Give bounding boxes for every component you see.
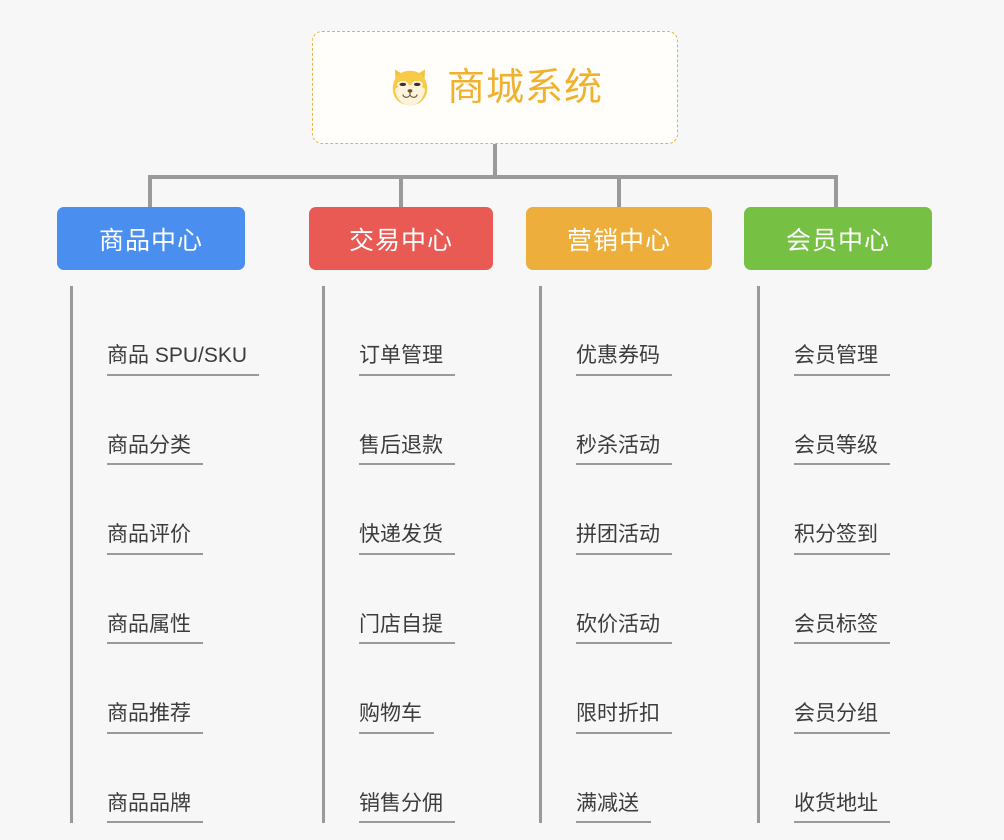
category-column-trade-center: 交易中心 订单管理 售后退款 快递发货 门店自提 购物车 销售分佣 xyxy=(309,207,493,823)
list-item[interactable]: 商品属性 xyxy=(73,555,245,644)
list-item[interactable]: 销售分佣 xyxy=(325,734,493,823)
leaf-label: 商品推荐 xyxy=(107,702,203,734)
category-header-label: 交易中心 xyxy=(348,226,453,255)
list-item[interactable]: 会员分组 xyxy=(760,644,932,734)
leaf-label: 满减送 xyxy=(576,792,651,823)
connector-drop-trade-center xyxy=(399,175,403,207)
list-item[interactable]: 会员管理 xyxy=(760,286,932,376)
list-item[interactable]: 会员等级 xyxy=(760,376,932,465)
leaf-label: 商品 SPU/SKU xyxy=(107,344,260,376)
leaf-label: 商品评价 xyxy=(107,523,203,555)
category-column-product-center: 商品中心 商品 SPU/SKU 商品分类 商品评价 商品属性 商品推荐 商品品牌 xyxy=(57,207,260,823)
category-header-member-center[interactable]: 会员中心 xyxy=(744,207,932,270)
category-header-product-center[interactable]: 商品中心 xyxy=(57,207,245,270)
connector-root-stem xyxy=(493,144,497,177)
list-item[interactable]: 订单管理 xyxy=(325,286,493,376)
list-item[interactable]: 商品推荐 xyxy=(73,644,245,734)
leaf-label: 秒杀活动 xyxy=(576,434,672,465)
leaf-label: 会员标签 xyxy=(794,613,890,644)
leaf-label: 订单管理 xyxy=(359,344,455,376)
list-item[interactable]: 快递发货 xyxy=(325,465,493,555)
leaf-label: 门店自提 xyxy=(359,613,455,644)
connector-drop-member-center xyxy=(834,175,838,207)
list-item[interactable]: 商品 SPU/SKU xyxy=(73,286,260,376)
leaf-list-product-center: 商品 SPU/SKU 商品分类 商品评价 商品属性 商品推荐 商品品牌 xyxy=(70,286,260,823)
list-item[interactable]: 售后退款 xyxy=(325,376,493,465)
list-item[interactable]: 满减送 xyxy=(542,734,712,823)
category-header-trade-center[interactable]: 交易中心 xyxy=(309,207,493,270)
shiba-dog-face-icon xyxy=(392,68,428,105)
connector-horizontal-bar xyxy=(148,175,838,179)
category-column-member-center: 会员中心 会员管理 会员等级 积分签到 会员标签 会员分组 收货地址 xyxy=(744,207,932,823)
root-node-shop-system[interactable]: 商城系统 xyxy=(312,31,678,144)
list-item[interactable]: 砍价活动 xyxy=(542,555,712,644)
category-header-label: 会员中心 xyxy=(785,226,890,255)
leaf-label: 限时折扣 xyxy=(576,702,672,734)
list-item[interactable]: 商品分类 xyxy=(73,376,245,465)
list-item[interactable]: 会员标签 xyxy=(760,555,932,644)
leaf-label: 商品属性 xyxy=(107,613,203,644)
root-node-title: 商城系统 xyxy=(446,66,603,109)
connector-drop-product-center xyxy=(148,175,152,207)
leaf-list-trade-center: 订单管理 售后退款 快递发货 门店自提 购物车 销售分佣 xyxy=(322,286,493,823)
list-item[interactable]: 购物车 xyxy=(325,644,493,734)
list-item[interactable]: 积分签到 xyxy=(760,465,932,555)
leaf-list-marketing-center: 优惠券码 秒杀活动 拼团活动 砍价活动 限时折扣 满减送 xyxy=(539,286,712,823)
category-header-label: 营销中心 xyxy=(566,226,671,255)
leaf-label: 销售分佣 xyxy=(359,792,455,823)
leaf-label: 商品分类 xyxy=(107,434,203,465)
list-item[interactable]: 优惠券码 xyxy=(542,286,712,376)
category-header-marketing-center[interactable]: 营销中心 xyxy=(526,207,712,270)
leaf-label: 会员分组 xyxy=(794,702,890,734)
leaf-label: 商品品牌 xyxy=(107,792,203,823)
leaf-label: 优惠券码 xyxy=(576,344,672,376)
category-header-label: 商品中心 xyxy=(98,226,203,255)
leaf-label: 砍价活动 xyxy=(576,613,672,644)
leaf-label: 会员管理 xyxy=(794,344,890,376)
leaf-label: 会员等级 xyxy=(794,434,890,465)
leaf-label: 拼团活动 xyxy=(576,523,672,555)
list-item[interactable]: 门店自提 xyxy=(325,555,493,644)
list-item[interactable]: 拼团活动 xyxy=(542,465,712,555)
leaf-label: 快递发货 xyxy=(359,523,455,555)
list-item[interactable]: 商品评价 xyxy=(73,465,245,555)
leaf-label: 售后退款 xyxy=(359,434,455,465)
leaf-label: 购物车 xyxy=(359,702,434,734)
leaf-label: 收货地址 xyxy=(794,792,890,823)
category-column-marketing-center: 营销中心 优惠券码 秒杀活动 拼团活动 砍价活动 限时折扣 满减送 xyxy=(526,207,712,823)
list-item[interactable]: 商品品牌 xyxy=(73,734,245,823)
list-item[interactable]: 收货地址 xyxy=(760,734,932,823)
list-item[interactable]: 秒杀活动 xyxy=(542,376,712,465)
leaf-list-member-center: 会员管理 会员等级 积分签到 会员标签 会员分组 收货地址 xyxy=(757,286,932,823)
connector-drop-marketing-center xyxy=(617,175,621,207)
leaf-label: 积分签到 xyxy=(794,523,890,555)
list-item[interactable]: 限时折扣 xyxy=(542,644,712,734)
